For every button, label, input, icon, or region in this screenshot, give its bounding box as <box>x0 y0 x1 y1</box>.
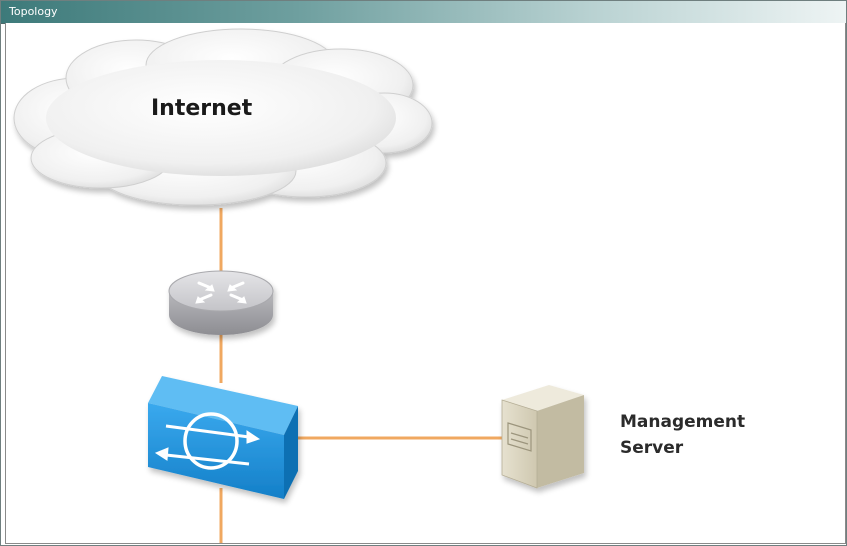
topology-canvas: Internet Management Server <box>5 23 846 544</box>
window-title: Topology <box>9 5 58 18</box>
management-server-label: Management Server <box>620 409 745 461</box>
security-switch-icon <box>148 376 298 499</box>
internet-label: Internet <box>151 96 253 121</box>
management-server-label-line2: Server <box>620 438 684 458</box>
network-links <box>219 208 506 543</box>
router-icon <box>168 270 274 335</box>
management-server-label-line1: Management <box>620 412 746 432</box>
management-server-icon <box>501 385 584 489</box>
topology-diagram <box>13 28 584 543</box>
title-bar: Topology <box>1 1 846 24</box>
internet-cloud-icon <box>13 28 433 206</box>
